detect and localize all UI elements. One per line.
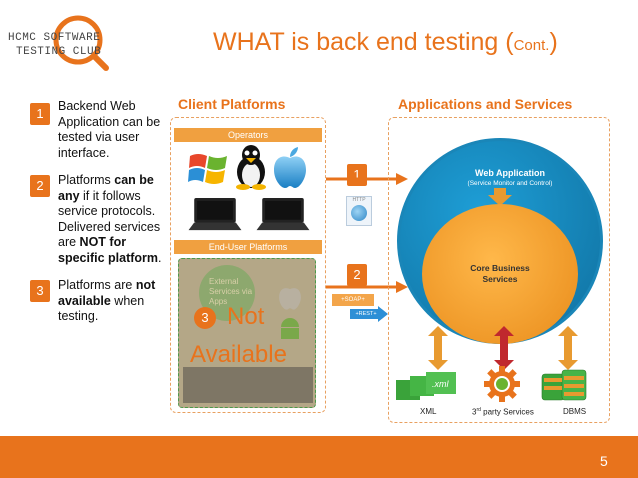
core-business-circle [422,204,578,344]
point-badge-3: 3 [30,280,50,302]
xml-files-icon: .xml [396,372,456,400]
laptop-icon-left [188,198,242,231]
end-user-platforms-band: End-User Platforms [174,240,322,254]
applications-services-heading: Applications and Services [398,96,573,112]
footer-bar [0,436,638,478]
gear-globe-icon [484,366,520,402]
point-text-1: Backend Web Application can be tested vi… [58,99,161,160]
end-user-platforms-overlay: External Services via Apps [178,258,316,408]
faded-apple-icon [279,288,301,310]
third-party-label: 3rd party Services [472,407,534,417]
faded-devices [183,367,313,403]
laptop-icon-right [256,198,310,231]
client-platforms-heading: Client Platforms [178,96,286,112]
faded-services-text: External Services via Apps [209,277,253,306]
available-label: Available [190,341,287,368]
rest-tag: +REST+ [355,311,377,317]
arrow-right-2 [326,281,408,293]
arrow-right-1 [326,173,408,185]
logo-line-2: TESTING CLUB [16,46,102,58]
applications-services-box [388,117,610,423]
operators-band: Operators [174,128,322,142]
web-application-sublabel: (Service Monitor and Control) [467,180,553,187]
page-number: 5 [600,453,608,469]
xml-label: XML [420,407,437,416]
point-text-2: Platforms can be any if it follows servi… [58,173,162,265]
windows-logo-icon [188,154,227,184]
point-badge-2: 2 [30,175,50,197]
database-icon [541,369,587,401]
faded-android-icon [281,318,299,339]
soap-tag: +SOAP+ [332,294,374,306]
not-label: Not [227,303,265,330]
client-platforms-box [170,117,326,413]
magnifier-logo-icon [53,15,109,71]
core-business-label: Core Business Services [470,263,530,284]
connector-badge-2: 2 [347,264,367,286]
overlay-badge-3: 3 [194,307,216,329]
double-arrow-third-party [494,326,514,370]
point-text-3: Platforms are not available when testing… [58,278,156,323]
point-badge-1: 1 [30,103,50,125]
dbms-label: DBMS [563,407,587,416]
http-document-icon: HTTP [346,196,372,226]
svg-text:.xml: .xml [432,379,449,389]
slide-title: WHAT is back end testing (Cont.) [213,28,558,56]
double-arrow-xml [428,326,448,370]
web-application-label: Web Application [474,168,545,178]
arrow-down-web-to-core [488,188,512,206]
logo-line-1: HCMC SOFTWARE [8,32,101,44]
linux-tux-icon [236,145,266,190]
double-arrow-dbms [558,326,578,370]
logo: HCMC SOFTWARE TESTING CLUB [8,15,118,71]
apple-logo-icon [274,147,306,188]
rest-arrow-icon [350,306,388,322]
